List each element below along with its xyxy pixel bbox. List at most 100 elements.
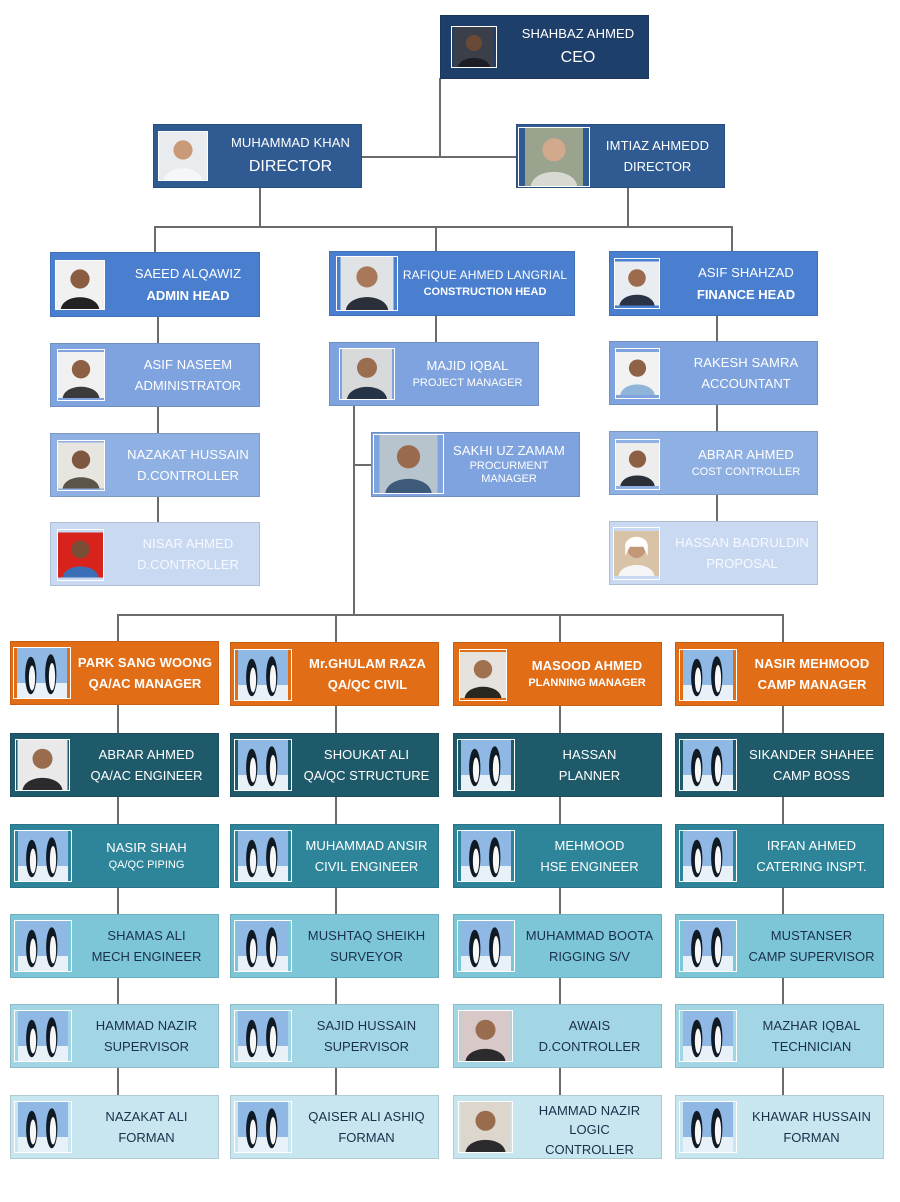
connector [154,226,733,228]
person-name: ASIF NASEEM [143,356,233,372]
person-role: CONTROLLER [545,1141,634,1157]
person-name: NISAR AHMED [142,535,234,551]
person-name: SIKANDER SHAHEE [748,746,875,762]
connector [353,405,355,615]
person-name: SHAHBAZ AHMED [521,25,635,41]
person-name: PARK SANG WOONG [77,654,213,670]
person-name: ABRAR AHMED [698,446,794,462]
person-photo [615,439,660,490]
person-name: SAJID HUSSAIN [316,1017,417,1033]
connector [716,316,718,526]
org-node-text: IMTIAZ AHMEDD DIRECTOR [590,124,725,188]
placeholder-photo [14,1101,72,1153]
connector [335,705,337,1101]
org-node-text: MUHAMMAD BOOTA RIGGING S/V [517,914,662,978]
person-photo [614,258,660,309]
person-name: IRFAN AHMED [766,837,857,853]
placeholder-photo [14,830,72,882]
connector [439,78,441,158]
placeholder-photo [457,739,515,791]
placeholder-photo [234,1010,292,1062]
person-name: Mr.GHULAM RAZA [309,655,426,671]
placeholder-photo [234,830,292,882]
person-name: ABRAR AHMED [98,746,195,762]
person-role: SUPERVISOR [323,1039,409,1054]
placeholder-photo [234,1101,292,1153]
connector [117,614,119,646]
person-name: SHOUKAT ALI [323,746,410,762]
connector [157,316,159,528]
org-node-text: NAZAKAT HUSSAIN D.CONTROLLER [116,433,260,497]
person-photo [15,739,70,791]
person-role: D.CONTROLLER [137,468,239,483]
person-name: MUHAMMAD BOOTA [525,927,654,943]
person-role: D.CONTROLLER [538,1039,641,1054]
person-name: MAZHAR IQBAL [762,1017,861,1033]
person-role: ADMINISTRATOR [134,378,242,393]
placeholder-photo [234,920,292,972]
person-name: MASOOD AHMED [531,657,643,673]
person-role: PROCURMENT [469,460,549,473]
placeholder-photo [679,830,737,882]
person-name: HASSAN BADRULDIN [675,534,809,550]
person-role: RIGGING S/V [549,949,630,964]
org-node-text: ASIF NASEEM ADMINISTRATOR [116,343,260,407]
person-name: NASIR MEHMOOD [754,655,870,671]
person-photo [336,256,398,311]
person-name: AWAIS [568,1017,611,1033]
org-node-text: MASOOD AHMED PLANNING MANAGER [512,642,662,706]
connector [435,316,437,344]
connector [435,226,437,252]
org-node-text: ASIF SHAHZAD FINANCE HEAD [674,251,818,316]
person-photo [57,440,105,491]
connector [335,614,337,646]
person-role: PROPOSAL [706,556,778,571]
person-name: MAJID IQBAL [426,357,509,373]
person-role: CATERING INSPT. [756,859,867,874]
person-name: MUSHTAQ SHEIKH [307,927,426,943]
person-name: RAFIQUE AHMED LANGRIAL [402,267,568,282]
placeholder-photo [14,1010,72,1062]
person-name: MUHAMMAD KHAN [230,134,351,150]
person-role: CONSTRUCTION HEAD [423,286,547,299]
org-node-text: SAKHI UZ ZAMAM PROCURMENT MANAGER [444,432,574,497]
placeholder-photo [457,920,515,972]
person-name: KHAWAR HUSSAIN [752,1108,871,1124]
person-role: DIRECTOR [248,158,333,176]
person-photo [459,649,507,701]
person-photo [158,131,208,181]
person-role: D.CONTROLLER [137,557,239,572]
org-node-text: MAJID IQBAL PROJECT MANAGER [400,342,535,406]
person-role: PROJECT MANAGER [412,377,523,390]
person-role: ADMIN HEAD [146,287,230,303]
person-photo [613,527,660,580]
connector [117,614,784,616]
placeholder-photo [234,739,292,791]
connector [117,705,119,1101]
person-role: FINANCE HEAD [696,286,796,302]
person-name: ASIF SHAHZAD [698,265,794,281]
connector [361,156,518,158]
person-role: SUPERVISOR [103,1039,189,1054]
connector [259,188,261,228]
person-role: CAMP MANAGER [757,677,867,692]
person-photo [458,1101,513,1153]
person-name: RAKESH SAMRA [693,354,799,370]
org-node-text: NASIR MEHMOOD CAMP MANAGER [740,642,884,706]
person-name: MUHAMMAD ANSIR [305,837,428,853]
org-node-text: ABRAR AHMED COST CONTROLLER [674,431,818,495]
org-node-text: HASSAN BADRULDIN PROPOSAL [666,521,818,585]
person-name: MUSTANSER [770,927,853,943]
person-role: FORMAN [338,1130,395,1145]
person-role: FORMAN [118,1130,175,1145]
person-name: SAEED ALQAWIZ [134,266,242,282]
org-node-text: SAJID HUSSAIN SUPERVISOR [294,1004,439,1068]
